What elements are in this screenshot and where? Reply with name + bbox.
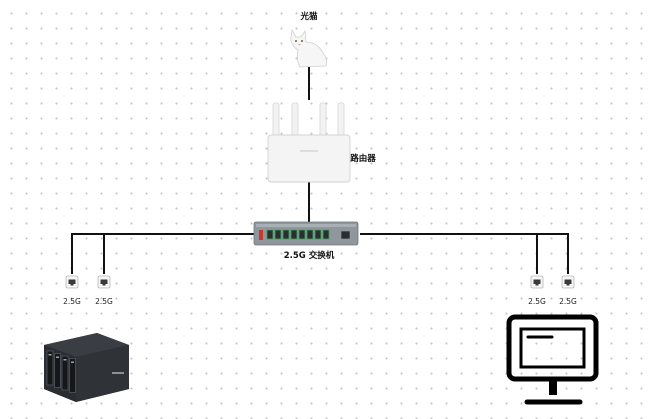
nas-icon — [44, 333, 129, 402]
nas-node[interactable] — [44, 333, 129, 402]
connection-lines — [71, 66, 569, 274]
port-speed-label: 2.5G — [63, 297, 81, 306]
modem-label: 光猫 — [299, 11, 318, 22]
router-node[interactable]: 路由器 — [267, 102, 376, 183]
monitor-icon — [506, 314, 599, 405]
switch-label: 2.5G 交换机 — [284, 250, 335, 261]
computer-node[interactable] — [506, 314, 599, 405]
network-switch-icon — [253, 221, 359, 246]
wire-switch-right-bus — [360, 233, 569, 274]
router-icon — [267, 102, 351, 183]
port-right-1[interactable]: 2.5G — [528, 275, 546, 306]
router-label: 路由器 — [350, 153, 376, 164]
port-left-1[interactable]: 2.5G — [63, 275, 81, 306]
ethernet-port-icon — [97, 275, 111, 289]
wire-switch-left-bus — [71, 233, 256, 274]
switch-ports — [266, 229, 330, 240]
modem-node[interactable]: 光猫 — [290, 11, 328, 68]
cat-icon — [290, 28, 328, 68]
port-right-2[interactable]: 2.5G — [559, 275, 577, 306]
port-speed-label: 2.5G — [95, 297, 113, 306]
ethernet-port-icon — [530, 275, 544, 289]
port-speed-label: 2.5G — [528, 297, 546, 306]
ethernet-port-icon — [65, 275, 79, 289]
port-speed-label: 2.5G — [559, 297, 577, 306]
port-left-2[interactable]: 2.5G — [95, 275, 113, 306]
switch-node[interactable]: 2.5G 交换机 — [253, 221, 359, 261]
ethernet-port-icon — [561, 275, 575, 289]
